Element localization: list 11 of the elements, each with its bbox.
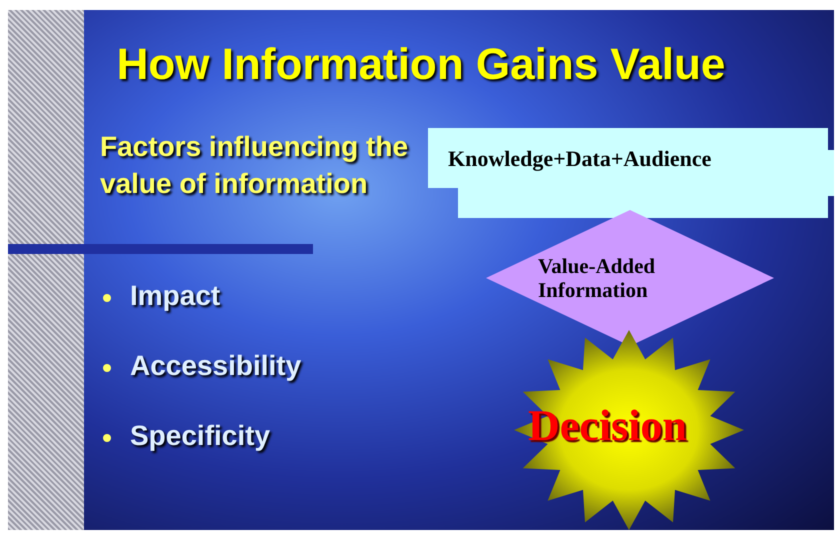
decision-diamond [486,210,774,346]
bullet-text: Specificity [130,420,270,452]
bullet-text: Accessibility [130,350,302,382]
starburst [514,330,744,530]
node-text: Knowledge+Data+Audience [448,146,712,172]
section-heading: Factors influencing the value of information [100,130,410,201]
slide-title: How Information Gains Value [116,40,726,90]
bullet-text: Impact [130,280,220,312]
decision-text: Decision [528,400,687,451]
banner-box [428,128,834,218]
node-text: Value-Added Information [538,254,656,302]
